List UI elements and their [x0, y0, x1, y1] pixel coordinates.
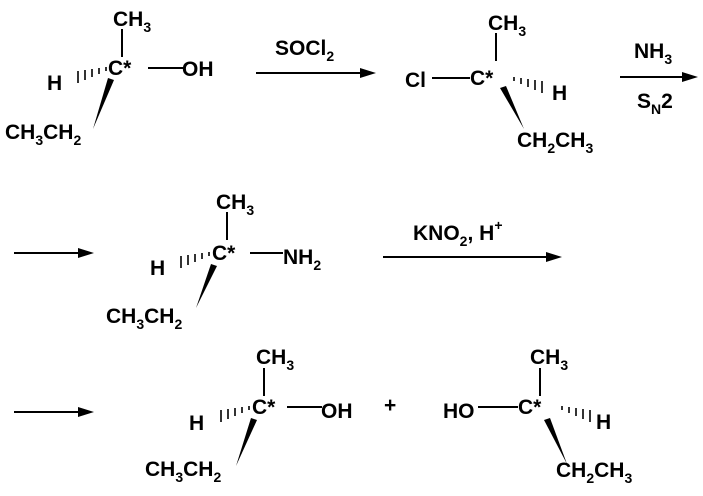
hashed-bond-hydrogen	[561, 406, 591, 422]
reaction-arrow-1: SOCl2	[256, 37, 376, 78]
ethyl-label: CH3CH2	[145, 458, 221, 485]
wedge-bond-ethyl	[93, 78, 114, 129]
wedge-bond-ethyl	[236, 418, 257, 466]
molecule-product-alcohol-right: CH3 HO C* H CH2CH3	[443, 346, 632, 486]
hashed-bond-hydrogen	[77, 67, 107, 83]
reaction-arrow-2: NH3 SN2	[620, 40, 698, 117]
methyl-label: CH3	[113, 8, 151, 35]
chlorine-label: Cl	[405, 69, 426, 92]
hydrogen-label: H	[596, 411, 611, 434]
hydroxyl-label: OH	[182, 58, 214, 81]
hydrogen-label: H	[47, 72, 62, 95]
stereocenter-label: C*	[518, 396, 542, 419]
continuation-arrow-row-2	[14, 248, 94, 258]
hydrogen-label: H	[189, 412, 204, 435]
ethyl-label: CH2CH3	[517, 129, 593, 156]
hydrogen-label: H	[150, 257, 165, 280]
ethyl-label: CH3CH2	[106, 305, 182, 332]
stereocenter-label: C*	[252, 396, 276, 419]
methyl-label: CH3	[216, 191, 254, 218]
condition-sn2: SN2	[637, 90, 673, 117]
hashed-bond-hydrogen	[180, 252, 210, 268]
stereocenter-label: C*	[212, 242, 236, 265]
reaction-arrow-3: KNO2, H+	[383, 217, 562, 262]
ethyl-label: CH3CH2	[5, 121, 81, 148]
plus-sign: +	[384, 394, 396, 417]
hashed-bond-hydrogen	[220, 406, 250, 422]
wedge-bond-ethyl	[544, 418, 567, 464]
hashed-bond-hydrogen	[513, 77, 543, 93]
molecule-starting-alcohol: CH3 C* OH H CH3CH2	[5, 8, 214, 148]
reagent-kno2-h: KNO2, H+	[413, 217, 503, 249]
methyl-label: CH3	[256, 346, 294, 373]
wedge-bond-ethyl	[196, 264, 217, 308]
stereocenter-label: C*	[470, 67, 494, 90]
methyl-label: CH3	[530, 346, 568, 373]
continuation-arrow-row-3	[14, 407, 94, 417]
methyl-label: CH3	[488, 12, 526, 39]
hydrogen-label: H	[552, 82, 567, 105]
reagent-nh3: NH3	[634, 40, 672, 67]
ethyl-label: CH2CH3	[556, 459, 632, 486]
reagent-socl2: SOCl2	[275, 37, 334, 64]
molecule-product-alcohol-left: CH3 C* OH H CH3CH2	[145, 346, 353, 485]
amino-label: NH2	[283, 246, 321, 273]
hydroxyl-label: OH	[321, 400, 353, 423]
molecule-amine: CH3 C* NH2 H CH3CH2	[106, 191, 321, 332]
stereocenter-label: C*	[108, 57, 132, 80]
wedge-bond-ethyl	[500, 86, 524, 129]
hydroxyl-label: HO	[443, 400, 475, 423]
molecule-chloride: CH3 Cl C* H CH2CH3	[405, 12, 593, 156]
